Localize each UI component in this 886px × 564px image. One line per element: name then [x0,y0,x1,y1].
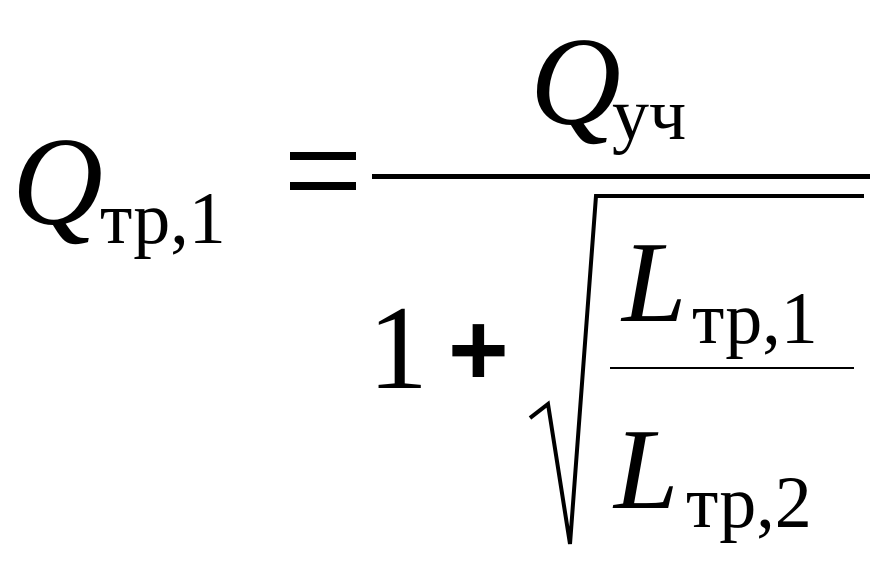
equals-sign-bottom-bar [290,182,356,190]
denominator-one: 1 [368,281,428,414]
radicand-denominator-symbol: L [614,406,679,534]
lhs-subscript: тр,1 [100,178,226,260]
radicand-numerator-symbol: L [622,219,687,347]
plus-sign: + [448,292,509,408]
lhs-symbol: Q [12,113,103,252]
equals-sign-top-bar [290,152,356,160]
numerator-symbol: Q [530,13,621,152]
numerator-subscript: уч [612,74,687,156]
inner-fraction-bar [610,367,854,369]
main-fraction-bar [372,174,870,179]
radicand-numerator-subscript: тр,1 [692,278,818,360]
radicand-denominator-subscript: тр,2 [686,462,812,544]
